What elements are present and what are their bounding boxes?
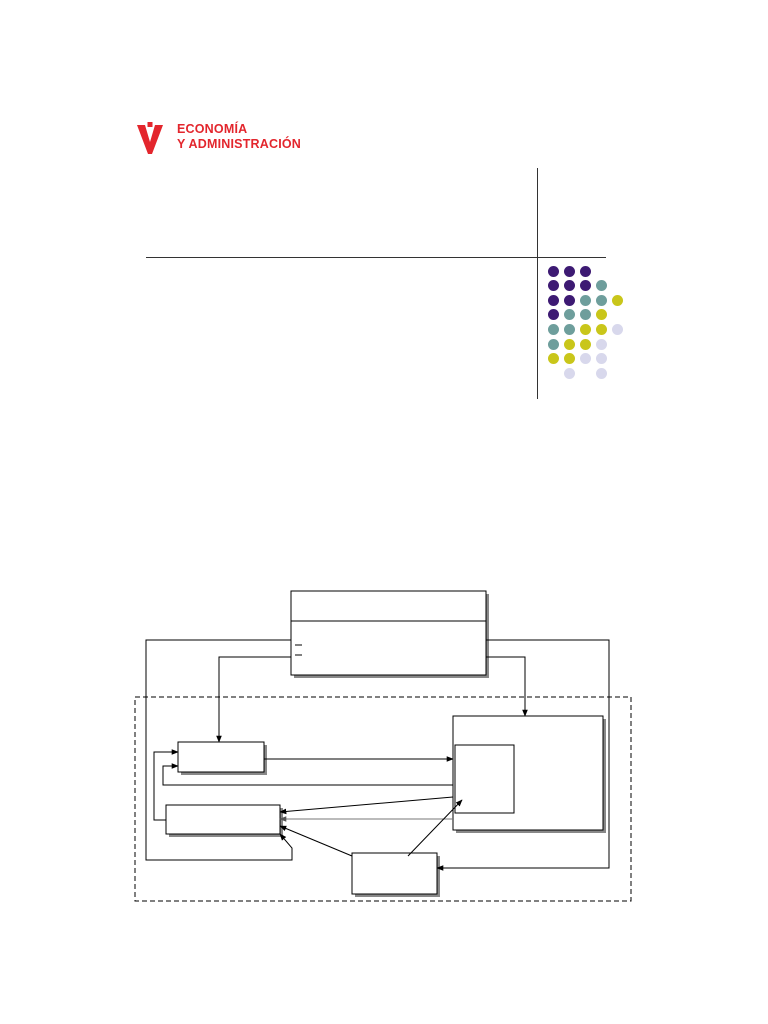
outer-loop-left	[145, 639, 293, 861]
arrow-right-to-left-lower-diag	[279, 796, 454, 815]
horizontal-divider	[146, 257, 606, 258]
left-lower-box	[165, 804, 281, 835]
dot-teal	[595, 294, 607, 306]
dot-lavender	[595, 353, 607, 365]
system-boundary	[134, 696, 632, 902]
dot-yellow	[611, 294, 623, 306]
dot-yellow	[563, 353, 575, 365]
brand-line-1: ECONOMÍA	[177, 122, 248, 136]
arrow-top-to-right	[486, 656, 528, 717]
dot-purple	[579, 280, 591, 292]
dot-purple	[563, 280, 575, 292]
top-box	[290, 590, 487, 676]
brand-line-2: Y ADMINISTRACIÓN	[177, 137, 302, 151]
dot-teal	[563, 309, 575, 321]
dot-teal	[547, 338, 559, 350]
dot-purple	[547, 294, 559, 306]
dot-yellow	[579, 338, 591, 350]
dot-purple	[579, 265, 591, 277]
arrow-bottom-to-left-lower	[279, 825, 353, 857]
brand-logo: ECONOMÍA Y ADMINISTRACIÓN	[137, 122, 317, 158]
bottom-box	[351, 852, 438, 895]
left-upper-box	[177, 741, 265, 773]
dot-yellow	[563, 338, 575, 350]
outer-loop-right	[436, 639, 610, 871]
arrow-bottom-to-right-inner	[407, 799, 463, 857]
dot-purple	[547, 280, 559, 292]
dot-lavender	[579, 353, 591, 365]
dot-lavender	[611, 323, 623, 335]
dot-lavender	[595, 338, 607, 350]
dot-purple	[547, 309, 559, 321]
loop-lower-to-upper	[153, 749, 179, 821]
dot-yellow	[595, 309, 607, 321]
arrow-top-to-left	[216, 656, 291, 743]
brand-wordmark: ECONOMÍA Y ADMINISTRACIÓN	[177, 122, 301, 152]
dot-lavender	[595, 367, 607, 379]
dot-purple	[547, 265, 559, 277]
v-logo-icon	[137, 122, 163, 154]
dot-teal	[563, 323, 575, 335]
dot-purple	[563, 294, 575, 306]
dot-yellow	[595, 323, 607, 335]
dot-yellow	[547, 353, 559, 365]
dot-teal	[579, 309, 591, 321]
dot-yellow	[579, 323, 591, 335]
dot-teal	[547, 323, 559, 335]
dot-teal	[595, 280, 607, 292]
feedback-right-to-left-upper	[162, 763, 453, 786]
dot-teal	[579, 294, 591, 306]
dot-lavender	[563, 367, 575, 379]
right-inner-box	[454, 744, 515, 814]
vertical-divider	[537, 168, 538, 399]
dot-purple	[563, 265, 575, 277]
